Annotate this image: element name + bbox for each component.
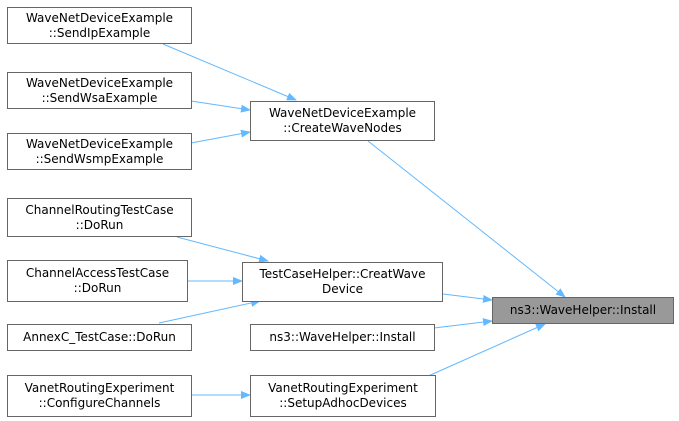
node-sendwsmp-example[interactable]: WaveNetDeviceExample ::SendWsmpExample — [7, 133, 192, 170]
node-channel-routing-testcase[interactable]: ChannelRoutingTestCase ::DoRun — [7, 198, 192, 237]
node-line2: ::SendIpExample — [48, 25, 151, 40]
node-channel-access-testcase[interactable]: ChannelAccessTestCase ::DoRun — [7, 260, 188, 302]
node-line2: ::SendWsaExample — [41, 90, 158, 105]
node-sendwsa-example[interactable]: WaveNetDeviceExample ::SendWsaExample — [7, 72, 192, 109]
node-line2: ::SendWsmpExample — [35, 151, 164, 166]
node-creat-wave-device[interactable]: TestCaseHelper::CreatWave Device — [242, 262, 443, 302]
edge-annexc-to-creatwavedevice — [158, 299, 261, 324]
node-wavehelper-install-overload[interactable]: ns3::WaveHelper::Install — [250, 324, 435, 351]
edge-createwavenodes-to-target — [367, 140, 566, 298]
node-line1: WaveNetDeviceExample — [268, 106, 417, 120]
node-line2: ::CreateWaveNodes — [283, 121, 402, 135]
node-configure-channels[interactable]: VanetRoutingExperiment ::ConfigureChanne… — [7, 375, 192, 417]
node-line1: WaveNetDeviceExample — [25, 136, 174, 151]
edge-setupadhoc-to-target — [425, 323, 546, 378]
edge-sendwsmp-to-createwavenodes — [190, 129, 251, 144]
node-line2: ::DoRun — [73, 281, 122, 295]
node-line1: TestCaseHelper::CreatWave — [259, 267, 426, 281]
node-line1: ChannelRoutingTestCase — [25, 202, 174, 217]
node-annexc-testcase[interactable]: AnnexC_TestCase::DoRun — [7, 324, 192, 351]
node-line1: VanetRoutingExperiment — [268, 381, 418, 395]
node-setup-adhoc-devices[interactable]: VanetRoutingExperiment ::SetupAdhocDevic… — [250, 375, 436, 417]
edge-sendip-to-createwavenodes — [162, 43, 297, 101]
edge-helperinstall-to-target — [433, 318, 493, 329]
edge-sendwsa-to-createwavenodes — [190, 100, 251, 113]
node-line2: ::SetupAdhocDevices — [279, 396, 407, 410]
node-line1: WaveNetDeviceExample — [25, 75, 174, 90]
node-line1: VanetRoutingExperiment — [24, 381, 175, 395]
node-create-wave-nodes[interactable]: WaveNetDeviceExample ::CreateWaveNodes — [250, 101, 435, 141]
node-line2: Device — [321, 282, 364, 296]
node-line2: ::ConfigureChannels — [38, 396, 161, 410]
node-sendip-example[interactable]: WaveNetDeviceExample ::SendIpExample — [7, 7, 192, 44]
node-line1: ns3::WaveHelper::Install — [509, 303, 657, 317]
node-line2: ::DoRun — [75, 217, 124, 232]
node-line1: ChannelAccessTestCase — [25, 266, 170, 280]
node-line1: ns3::WaveHelper::Install — [269, 330, 416, 344]
node-target-wavehelper-install: ns3::WaveHelper::Install — [492, 297, 674, 324]
edge-channelrouting-to-creatwavedevice — [176, 236, 269, 263]
node-line1: WaveNetDeviceExample — [25, 10, 174, 25]
node-line1: AnnexC_TestCase::DoRun — [23, 330, 176, 344]
edge-creatwavedevice-to-target — [442, 293, 493, 303]
